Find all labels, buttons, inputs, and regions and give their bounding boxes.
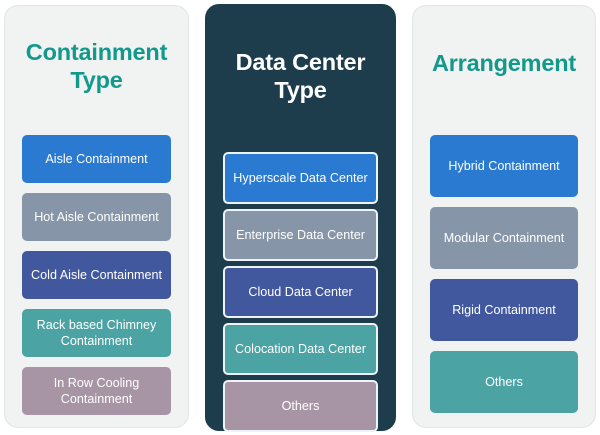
- card-hyperscale-data-center[interactable]: Hyperscale Data Center: [223, 151, 378, 204]
- card-cloud-data-center[interactable]: Cloud Data Center: [223, 265, 378, 318]
- card-cold-aisle-containment[interactable]: Cold Aisle Containment: [22, 250, 171, 299]
- panel-title-data-center-type: Data Center Type: [235, 49, 366, 103]
- card-modular-containment[interactable]: Modular Containment: [430, 207, 578, 270]
- card-stack-data-center-type: Hyperscale Data Center Enterprise Data C…: [206, 151, 395, 432]
- card-hybrid-containment[interactable]: Hybrid Containment: [430, 135, 578, 198]
- panel-data-center-type: Data Center Type Hyperscale Data Center …: [205, 4, 396, 432]
- card-aisle-containment[interactable]: Aisle Containment: [22, 134, 171, 183]
- card-stack-containment-type: Aisle Containment Hot Aisle Containment …: [5, 134, 188, 415]
- card-hot-aisle-containment[interactable]: Hot Aisle Containment: [22, 192, 171, 241]
- panel-containment-type: Containment Type Aisle Containment Hot A…: [4, 5, 189, 428]
- card-others-arrangement[interactable]: Others: [430, 351, 578, 414]
- panel-title-line-1: Containment: [25, 39, 168, 65]
- panel-arrangement: Arrangement Hybrid Containment Modular C…: [412, 5, 596, 428]
- card-others-data-center[interactable]: Others: [223, 379, 378, 432]
- card-enterprise-data-center[interactable]: Enterprise Data Center: [223, 208, 378, 261]
- card-in-row-cooling-containment[interactable]: In Row Cooling Containment: [22, 366, 171, 415]
- card-stack-arrangement: Hybrid Containment Modular Containment R…: [413, 135, 595, 414]
- panel-title-containment-type: Containment Type: [5, 39, 188, 94]
- panel-title-line-2: Type: [70, 66, 123, 93]
- card-rack-based-chimney-containment[interactable]: Rack based Chimney Containment: [22, 308, 171, 357]
- panel-title-arrangement: Arrangement: [431, 50, 577, 76]
- card-colocation-data-center[interactable]: Colocation Data Center: [223, 322, 378, 375]
- card-rigid-containment[interactable]: Rigid Containment: [430, 279, 578, 342]
